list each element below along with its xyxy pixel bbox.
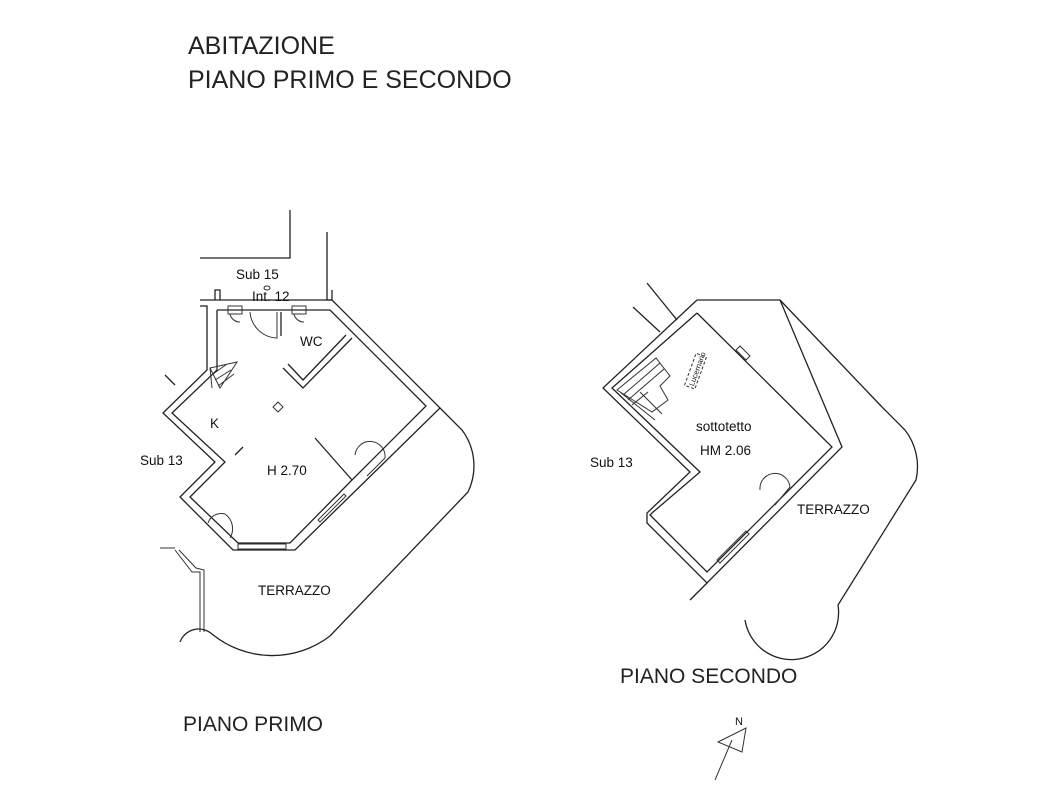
piano-primo-plan: Sub 15 Int. 12 WC K Sub 13 H 2.70 TERRAZ…: [140, 210, 475, 736]
sub-13-label: Sub 13: [590, 455, 633, 470]
room-label: sottotetto: [696, 419, 752, 434]
inner-wall: [611, 312, 833, 573]
terrace-outline: [744, 406, 919, 661]
wc-partition: [282, 337, 353, 389]
title-line-1: ABITAZIONE: [188, 32, 335, 60]
stairs: [209, 361, 239, 390]
terrace-door: [759, 472, 791, 506]
inner-wall: [171, 309, 427, 544]
title-line-2: PIANO PRIMO E SECONDO: [188, 66, 512, 94]
skylight-outline: [683, 352, 708, 390]
piano-secondo-plan: Lucernario sottotetto HM 2.06 Sub 13 TER…: [590, 282, 919, 688]
wc-label: WC: [300, 334, 323, 349]
light-point-icon: [272, 401, 284, 413]
piano-primo-label: PIANO PRIMO: [183, 713, 323, 736]
wall: [689, 582, 708, 601]
railing: [174, 549, 201, 632]
skylight: Lucernario: [683, 351, 708, 390]
kitchen-label: K: [210, 416, 219, 431]
wall-stub: [164, 374, 176, 386]
internal-wall: [314, 437, 353, 481]
north-arrow-head: [716, 727, 747, 753]
north-arrow-shaft: [714, 739, 733, 781]
entrance-label: Int. 12: [252, 289, 290, 304]
room-height-label: HM 2.06: [700, 443, 751, 458]
wall: [779, 299, 883, 408]
outer-wall: [602, 299, 843, 584]
entrance-marker-icon: [263, 285, 271, 291]
wc-partition: [287, 334, 347, 381]
neighbour-line: [646, 282, 678, 321]
piano-secondo-label: PIANO SECONDO: [620, 665, 797, 688]
north-label: N: [735, 716, 743, 728]
sub-15-label: Sub 15: [236, 267, 279, 282]
wall-stub: [214, 289, 221, 300]
door: [207, 513, 234, 539]
outer-wall: [162, 299, 441, 551]
window: [735, 345, 751, 361]
terrace-label: TERRAZZO: [258, 583, 331, 598]
internal-wall: [234, 446, 244, 456]
room-height-label: H 2.70: [267, 463, 307, 478]
window: [716, 530, 750, 564]
neighbour-line: [632, 306, 661, 333]
neighbour-wall: [200, 210, 291, 259]
neighbour-wall: [326, 232, 333, 301]
window: [317, 493, 347, 523]
north-arrow-icon: N: [714, 716, 747, 781]
terrace-outline: [211, 407, 475, 657]
terrace-door: [354, 440, 386, 477]
window: [237, 543, 287, 550]
railing: [178, 549, 205, 632]
sub-13-label: Sub 13: [140, 453, 183, 468]
terrace-outline: [179, 628, 213, 643]
stairs: [616, 357, 671, 421]
window: [227, 305, 243, 323]
terrace-label: TERRAZZO: [797, 502, 870, 517]
window: [291, 305, 307, 323]
entrance-door: [249, 311, 278, 339]
